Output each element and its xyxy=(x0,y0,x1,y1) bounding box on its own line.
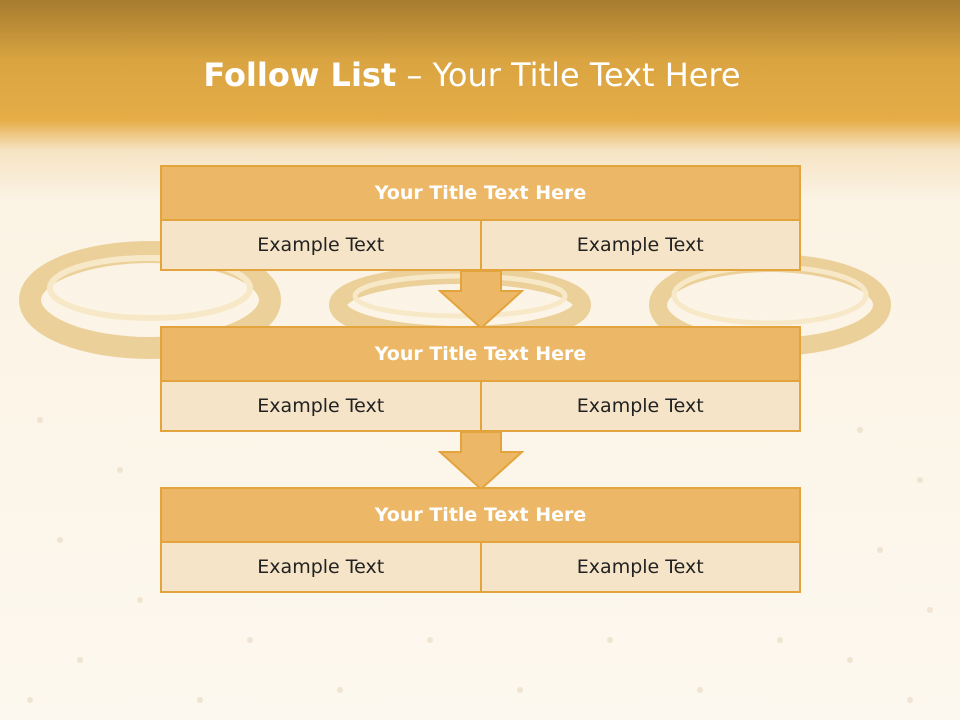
step-cell-right: Example Text xyxy=(481,221,801,271)
step-cell-left: Example Text xyxy=(160,543,482,593)
step-block-2: Your Title Text Here Example Text Exampl… xyxy=(160,326,801,432)
slide-title-rest: – Your Title Text Here xyxy=(396,56,741,94)
down-arrow-icon xyxy=(438,271,524,329)
step-cell-right: Example Text xyxy=(481,382,801,432)
step-row: Example Text Example Text xyxy=(160,543,801,593)
step-row: Example Text Example Text xyxy=(160,221,801,271)
step-title: Your Title Text Here xyxy=(160,487,801,543)
step-block-3: Your Title Text Here Example Text Exampl… xyxy=(160,487,801,593)
step-cell-left: Example Text xyxy=(160,382,482,432)
step-block-1: Your Title Text Here Example Text Exampl… xyxy=(160,165,801,271)
down-arrow-icon xyxy=(438,432,524,490)
slide-title-bold: Follow List xyxy=(203,56,397,94)
step-title: Your Title Text Here xyxy=(160,165,801,221)
step-cell-left: Example Text xyxy=(160,221,482,271)
step-row: Example Text Example Text xyxy=(160,382,801,432)
step-title: Your Title Text Here xyxy=(160,326,801,382)
slide-title: Follow List – Your Title Text Here xyxy=(0,50,944,100)
step-cell-right: Example Text xyxy=(481,543,801,593)
